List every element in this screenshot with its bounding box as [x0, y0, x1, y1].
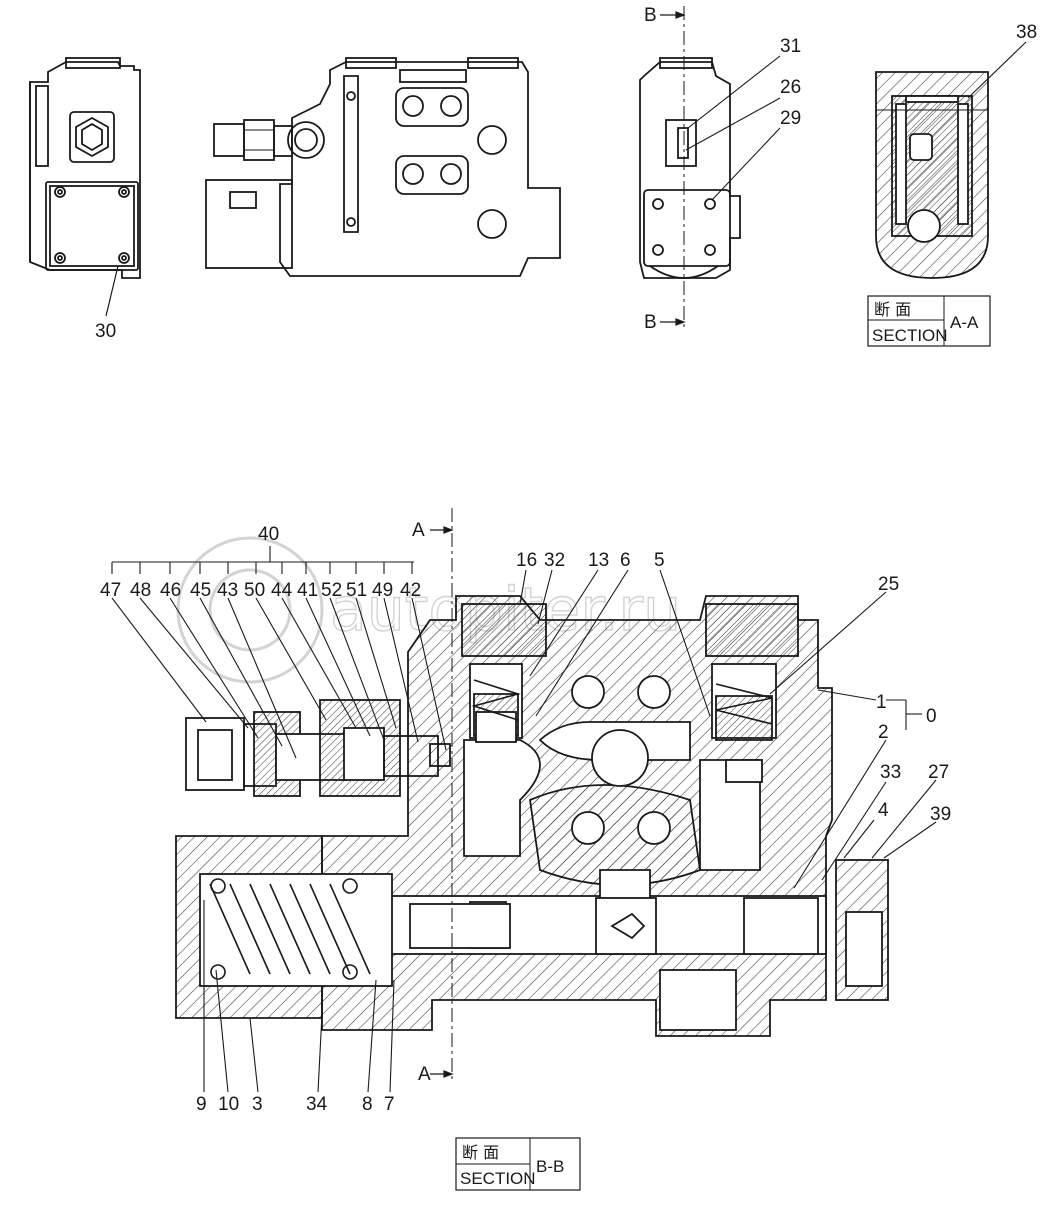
callout-8: 8	[362, 1094, 373, 1115]
cut-marker-a-top: A	[412, 520, 425, 541]
callout-45: 45	[190, 580, 211, 601]
callout-47: 47	[100, 580, 121, 601]
callout-27: 27	[928, 762, 949, 783]
cut-marker-b-bottom: B	[644, 312, 657, 333]
callout-9: 9	[196, 1094, 207, 1115]
section-bb-caption: 断 面 SECTION B-B	[455, 1137, 581, 1191]
callout-43: 43	[217, 580, 238, 601]
callout-6: 6	[620, 550, 631, 571]
front-view	[205, 57, 561, 277]
callout-30: 30	[95, 321, 116, 342]
callout-13: 13	[588, 550, 609, 571]
callout-26: 26	[780, 77, 801, 98]
callout-51: 51	[346, 580, 367, 601]
callout-39: 39	[930, 804, 951, 825]
callout-44: 44	[271, 580, 293, 601]
callout-7: 7	[384, 1094, 395, 1115]
bottom-leaders	[203, 900, 395, 1093]
caption-section: SECTION	[872, 326, 948, 345]
callout-29: 29	[780, 108, 801, 129]
left-view	[29, 57, 141, 317]
callout-41: 41	[297, 580, 318, 601]
cut-marker-a-bottom: A	[418, 1064, 431, 1085]
side-view	[639, 57, 741, 279]
caption-cjk: 断 面	[462, 1143, 499, 1162]
callout-1: 1	[876, 692, 887, 713]
callout-48: 48	[130, 580, 151, 601]
callout-5: 5	[654, 550, 665, 571]
section-bb-solenoid	[185, 699, 451, 797]
cut-arrows-b	[660, 11, 686, 326]
callout-0: 0	[926, 706, 937, 727]
assembly-part-labels: 47 48 46 45 43 50 44 41 52 51 49 42	[100, 580, 421, 601]
caption-id: A-A	[950, 313, 979, 332]
section-aa-caption: 断 面 SECTION A-A	[867, 295, 991, 347]
callout-10: 10	[218, 1094, 239, 1115]
section-bb-view	[175, 595, 889, 1037]
caption-section: SECTION	[460, 1169, 536, 1188]
callout-3: 3	[252, 1094, 263, 1115]
section-aa-view	[875, 71, 989, 279]
top-leaders	[519, 569, 887, 717]
assembly-bracket	[111, 546, 447, 759]
caption-id: B-B	[536, 1157, 564, 1176]
callout-49: 49	[372, 580, 393, 601]
callout-50: 50	[244, 580, 265, 601]
callout-33: 33	[880, 762, 901, 783]
callout-4: 4	[878, 800, 889, 821]
callout-40: 40	[258, 524, 279, 545]
callout-52: 52	[321, 580, 342, 601]
right-leaders	[793, 689, 937, 889]
caption-cjk: 断 面	[874, 300, 911, 319]
cut-arrows-a	[430, 526, 454, 1078]
callout-46: 46	[160, 580, 181, 601]
callout-42: 42	[400, 580, 421, 601]
side-view-leaders	[685, 55, 781, 201]
callout-38: 38	[1016, 22, 1037, 43]
callout-25: 25	[878, 574, 899, 595]
callout-2: 2	[878, 722, 889, 743]
callout-16: 16	[516, 550, 537, 571]
callout-32: 32	[544, 550, 565, 571]
callout-34: 34	[306, 1094, 328, 1115]
cut-marker-b-top: B	[644, 5, 657, 26]
callout-31: 31	[780, 36, 801, 57]
